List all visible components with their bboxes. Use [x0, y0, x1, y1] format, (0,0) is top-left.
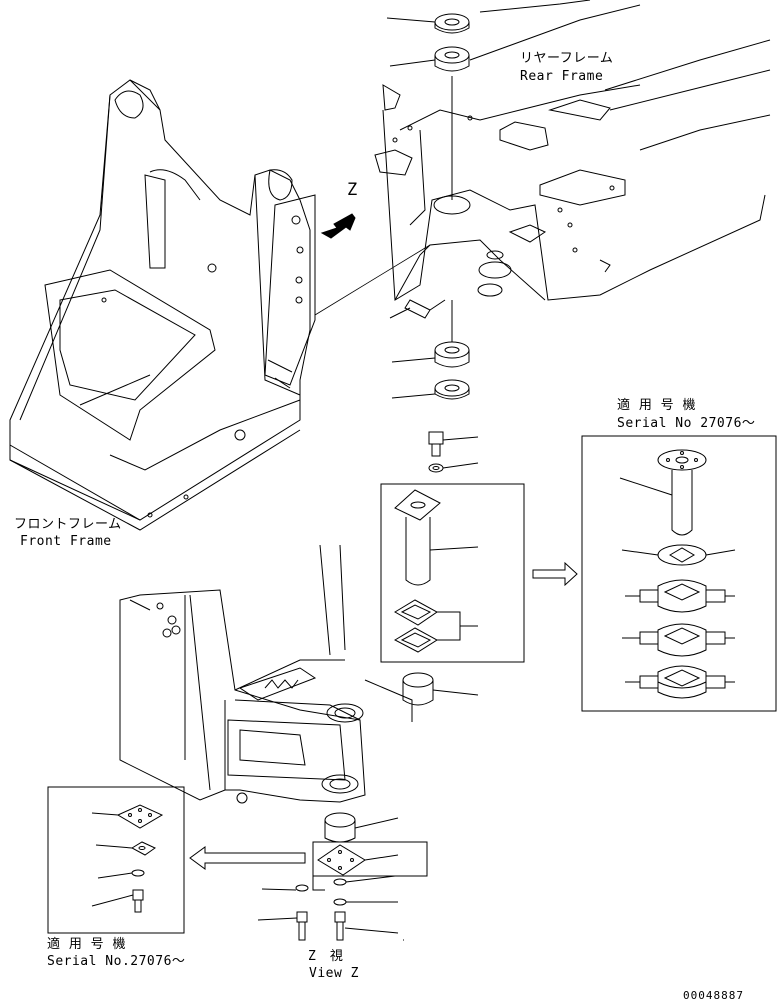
serial-label-left-jp: 適 用 号 機: [47, 937, 126, 952]
serial-box-left: [47, 786, 185, 934]
grease-fitting: [389, 299, 446, 319]
serial-arrow-left: [189, 846, 306, 870]
front-frame-label-en: Front Frame: [20, 534, 112, 549]
rear-frame-label-en: Rear Frame: [520, 69, 604, 84]
pin-assembly: [380, 431, 525, 706]
view-z-parts: [257, 812, 428, 941]
lower-pin-bushings: [391, 300, 470, 400]
serial-label-left-en: Serial No.27076～: [47, 954, 186, 969]
serial-label-right-en: Serial No 27076～: [617, 416, 756, 431]
front-frame: [9, 79, 316, 531]
serial-box-right: [581, 435, 777, 712]
view-z-label-jp: Z 視: [308, 949, 344, 964]
view-z-marker: Z: [347, 180, 358, 200]
front-frame-label-jp: フロントフレーム: [14, 517, 122, 532]
upper-pin-bushings: [386, 13, 470, 200]
rear-frame-label-jp: リヤーフレーム: [520, 51, 614, 66]
view-z-label-en: View Z: [309, 966, 359, 981]
view-z-arrow: [320, 213, 356, 239]
view-z-frame-detail: [119, 544, 413, 804]
serial-arrow-right: [532, 561, 578, 587]
serial-label-right-jp: 適 用 号 機: [617, 398, 696, 413]
drawing-number: 00048887: [683, 989, 744, 1002]
rear-frame: [374, 0, 771, 301]
pin-alignment-line: [314, 244, 431, 316]
